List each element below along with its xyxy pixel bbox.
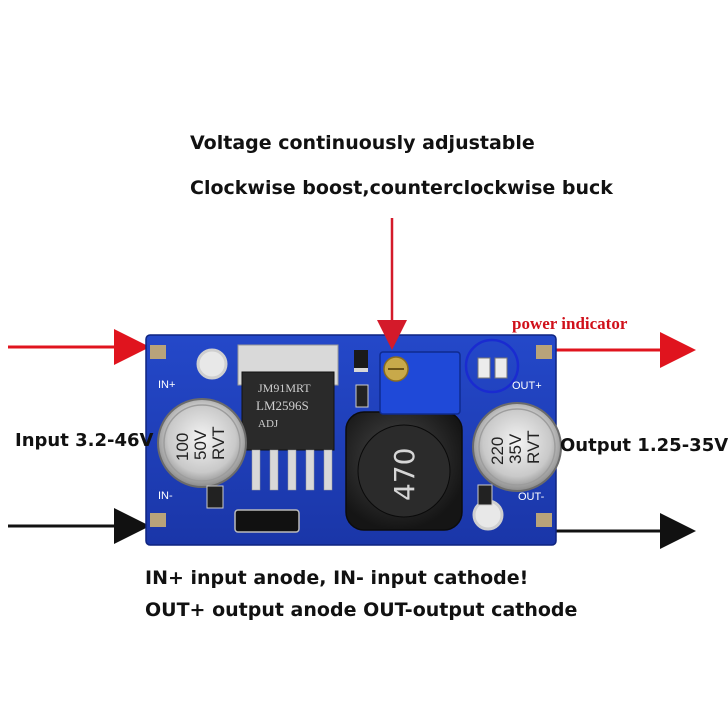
label-in-plus: IN+	[158, 379, 175, 391]
mount-hole-top-left	[196, 348, 228, 380]
footer-line-2: OUT+ output anode OUT-output cathode	[145, 599, 578, 621]
output-capacitor-rim	[478, 408, 556, 486]
headline-line-1: Voltage continuously adjustable	[190, 132, 535, 154]
label-out-plus: OUT+	[512, 380, 542, 392]
smd-resistor-out	[477, 484, 493, 506]
diode-bottom	[234, 509, 300, 533]
smd-resistor-in	[206, 485, 224, 509]
output-capacitor	[472, 402, 562, 492]
chip-marking-1: JM91MRT	[258, 381, 311, 395]
input-cap-voltage: 50V	[191, 429, 210, 460]
power-led	[477, 357, 491, 379]
footer-line-1: IN+ input anode, IN- input cathode!	[145, 567, 529, 589]
power-indicator-circle	[464, 338, 520, 394]
label-in-minus: IN-	[158, 490, 173, 502]
inductor-value: 470	[388, 448, 421, 501]
inductor-core	[357, 424, 451, 518]
output-cap-voltage: 35V	[506, 433, 525, 464]
regulator-legs	[251, 449, 333, 491]
input-capacitor-rim	[163, 404, 241, 482]
output-voltage-label: Output 1.25-35V	[560, 435, 728, 456]
power-indicator-label: power indicator	[512, 314, 628, 333]
input-cap-value: 100	[173, 433, 192, 461]
pad-in-minus	[150, 513, 166, 527]
output-cap-value: 220	[488, 437, 507, 465]
diode-top	[354, 350, 368, 372]
input-voltage-label: Input 3.2-46V	[15, 430, 154, 451]
chip-marking-2: LM2596S	[256, 398, 309, 413]
input-cap-brand: RVT	[209, 426, 228, 460]
smd-resistor-top	[355, 384, 369, 408]
output-cap-brand: RVT	[524, 430, 543, 464]
label-out-minus: OUT-	[518, 491, 545, 503]
regulator-ic	[241, 371, 335, 451]
pad-out-plus	[536, 345, 552, 359]
input-capacitor	[157, 398, 247, 488]
pad-out-minus	[536, 513, 552, 527]
chip-marking-3: ADJ	[258, 418, 279, 430]
pad-in-plus	[150, 345, 166, 359]
headline-line-2: Clockwise boost,counterclockwise buck	[190, 177, 613, 199]
